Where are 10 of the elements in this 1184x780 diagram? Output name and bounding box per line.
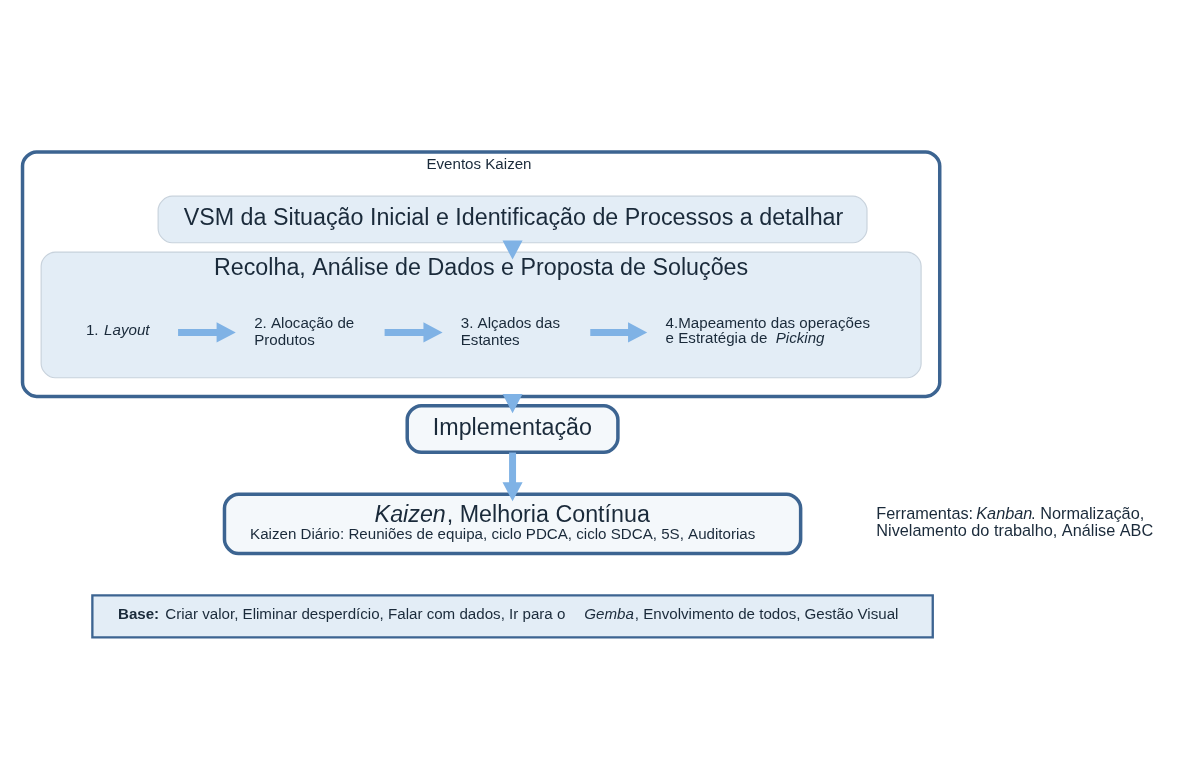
node-text: 2. Alocação de Produtos: [254, 314, 355, 348]
arrow: [384, 322, 443, 343]
node-box: Base: Criar valor, Eliminar desperdício, Falar com dados, Ir para o Gemba, Envolvimento de todos, Gestão Visual: [91, 594, 934, 639]
node-text: 1. Layout: [85, 321, 150, 339]
node-box: Kaizen, Melhoria Contínua Kaizen Diário: Reuniões de equipa, ciclo PDCA, ciclo SDCA, 5S, Auditorias: [222, 492, 803, 556]
node-text: 3. Alçados das Estantes: [460, 314, 560, 348]
node-text: 4.Mapeamento das operações e Estratégia de Picking: [665, 314, 870, 347]
label: Ferramentas: Kanban. Normalização, Nivelamento do trabalho, Análise ABC: [876, 504, 1154, 539]
node-box: Implementação: [405, 403, 620, 454]
arrow: [502, 452, 523, 502]
